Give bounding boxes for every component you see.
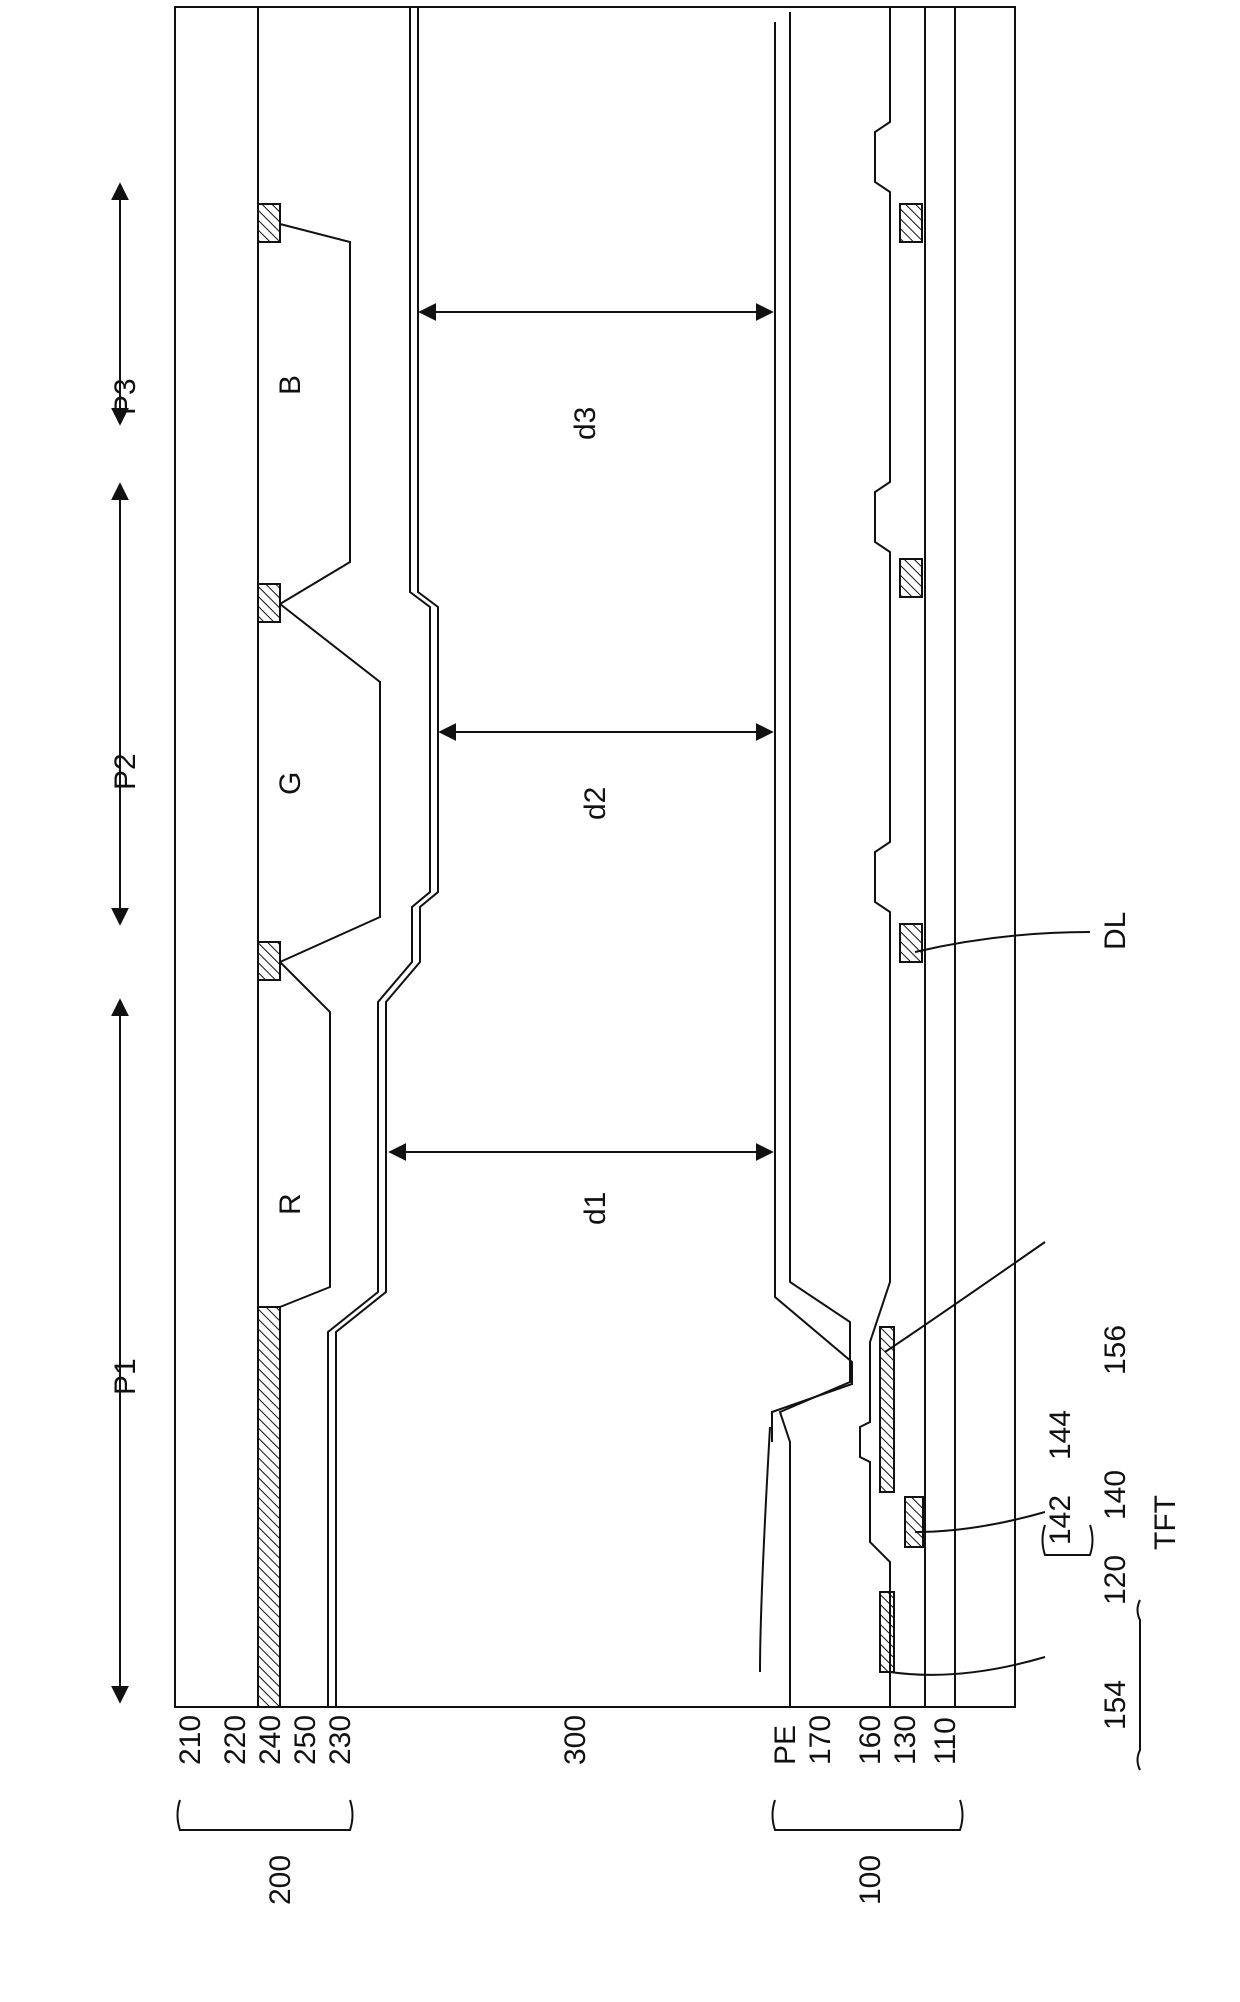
gap-labels: d1 d2 d3 xyxy=(569,407,612,1225)
organic-layer-170 xyxy=(780,12,850,1707)
label-r: R xyxy=(274,1193,307,1215)
data-line-2 xyxy=(900,559,922,597)
source-154 xyxy=(880,1592,894,1672)
label-144: 144 xyxy=(1044,1410,1077,1460)
label-110: 110 xyxy=(929,1717,962,1765)
label-200: 200 xyxy=(264,1855,297,1905)
label-210: 210 xyxy=(174,1715,207,1765)
common-electrode-250 xyxy=(336,7,438,1707)
label-250: 250 xyxy=(289,1715,322,1765)
leader-dl xyxy=(915,932,1090,952)
label-230: 230 xyxy=(324,1715,357,1765)
label-dl: DL xyxy=(1099,912,1132,950)
color-filter-b xyxy=(280,224,350,604)
leader-154 xyxy=(890,1657,1045,1675)
label-154: 154 xyxy=(1099,1680,1132,1730)
data-line-DL xyxy=(900,924,922,962)
label-170: 170 xyxy=(804,1715,837,1765)
label-220: 220 xyxy=(219,1715,252,1765)
black-matrix-left xyxy=(258,1307,280,1707)
brace-100 xyxy=(773,1800,963,1830)
leader-156 xyxy=(885,1242,1045,1352)
leader-120 xyxy=(915,1512,1045,1532)
filter-labels: R G B xyxy=(274,375,307,1215)
label-240: 240 xyxy=(254,1715,287,1765)
gate-120 xyxy=(905,1497,923,1547)
label-d3: d3 xyxy=(569,407,602,440)
label-b: B xyxy=(274,375,307,395)
label-100: 100 xyxy=(854,1855,887,1905)
label-p2: P2 xyxy=(109,753,142,790)
label-156: 156 xyxy=(1099,1325,1132,1375)
data-line-3 xyxy=(900,204,922,242)
label-tft: TFT xyxy=(1149,1495,1182,1550)
label-300: 300 xyxy=(559,1715,592,1765)
lower-labels: DL 156 144 142 140 120 154 TFT xyxy=(1044,912,1182,1730)
label-d2: d2 xyxy=(579,787,612,820)
pixel-labels: P1 P2 P3 xyxy=(109,378,142,1395)
black-matrix-rg xyxy=(258,942,280,980)
substrate-labels: 210 220 240 250 230 200 300 PE 170 160 1… xyxy=(174,1715,962,1905)
label-160: 160 xyxy=(854,1715,887,1765)
color-filter-r xyxy=(280,962,330,1307)
label-140: 140 xyxy=(1099,1470,1132,1520)
label-120: 120 xyxy=(1099,1555,1132,1605)
black-matrix-gb xyxy=(258,584,280,622)
black-matrix-right xyxy=(258,204,280,242)
brace-tft xyxy=(1138,1600,1141,1770)
label-p3: P3 xyxy=(109,378,142,415)
black-matrix-220 xyxy=(258,204,280,1707)
pixel-electrode-PE xyxy=(772,22,852,1442)
leader-pe xyxy=(760,1427,770,1672)
label-130: 130 xyxy=(889,1715,922,1765)
brace-200 xyxy=(178,1800,353,1830)
label-142: 142 xyxy=(1044,1495,1077,1545)
label-g: G xyxy=(274,772,307,795)
label-d1: d1 xyxy=(579,1192,612,1225)
label-pe: PE xyxy=(769,1725,802,1765)
group-braces xyxy=(178,1525,1141,1830)
label-p1: P1 xyxy=(109,1358,142,1395)
tft-elements xyxy=(880,204,923,1672)
